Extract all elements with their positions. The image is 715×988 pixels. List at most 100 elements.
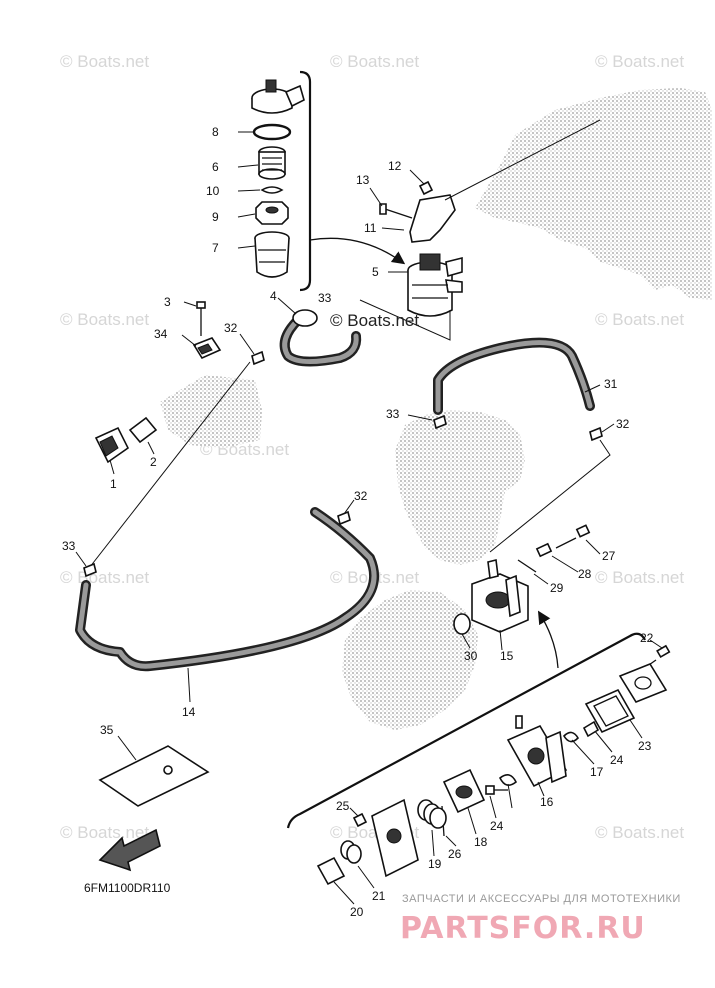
callout-32: 32 (354, 489, 368, 503)
callout-9: 9 (212, 210, 219, 224)
callout-34: 34 (154, 327, 168, 341)
clip (260, 186, 284, 194)
fuel-pump-assembly (471, 559, 529, 633)
diagram-code: 6FM1100DR110 (84, 881, 171, 895)
brand-tagline: ЗАПЧАСТИ И АКСЕССУАРЫ ДЛЯ МОТОТЕХНИКИ (402, 893, 681, 905)
watermark: © Boats.net (60, 52, 149, 71)
clip-32 (251, 350, 265, 366)
pump-breakdown-bracket (286, 632, 646, 829)
engine-silhouettes (160, 88, 712, 730)
callout-14: 14 (182, 705, 196, 719)
plunger-18 (442, 768, 486, 814)
nut (255, 201, 289, 225)
fuel-filter-assembly (407, 253, 463, 317)
clip-33-lower (83, 562, 97, 578)
callout-11: 11 (364, 221, 377, 235)
valve-17-b (498, 774, 518, 786)
pump-breakdown-arrow (537, 610, 559, 669)
watermark: © Boats.net (595, 52, 684, 71)
callout-6: 6 (212, 160, 219, 174)
callout-1: 1 (110, 477, 117, 491)
callout-33: 33 (62, 539, 76, 553)
spring-19 (417, 799, 447, 829)
bolt-3 (196, 301, 206, 336)
screw-25 (352, 812, 368, 828)
watermark: © Boats.net (60, 310, 149, 329)
callout-17: 17 (590, 765, 604, 779)
centre-watermark: © Boats.net (330, 311, 419, 330)
callout-21: 21 (372, 889, 386, 903)
filter-bracket (379, 180, 456, 243)
callout-19: 19 (428, 857, 442, 871)
gasket (128, 416, 158, 444)
o-ring (252, 123, 292, 141)
filter-assembly-arrow (309, 237, 406, 265)
gasket-30 (453, 613, 471, 635)
callout-15: 15 (500, 649, 514, 663)
callout-12: 12 (388, 159, 402, 173)
brand-logo: PARTSFOR.RU (400, 911, 646, 946)
screw-24-upper (582, 720, 600, 738)
callout-25: 25 (336, 799, 350, 813)
hose-14 (75, 507, 379, 672)
callout-31: 31 (604, 377, 618, 391)
callout-29: 29 (550, 581, 564, 595)
callout-35: 35 (100, 723, 114, 737)
stay (192, 337, 222, 360)
engine-top-silhouette (475, 88, 712, 300)
callout-13: 13 (356, 173, 370, 187)
callout-28: 28 (578, 567, 592, 581)
callout-23: 23 (638, 739, 652, 753)
callout-27: 27 (602, 549, 616, 563)
collar-28 (535, 542, 553, 558)
callout-24: 24 (610, 753, 624, 767)
callout-2: 2 (150, 455, 157, 469)
pump-body-16 (506, 715, 568, 788)
spring-21 (340, 840, 362, 864)
callout-18: 18 (474, 835, 488, 849)
callout-30: 30 (464, 649, 478, 663)
callout-labels: 8 6 10 9 7 12 13 11 5 3 4 33 34 32 31 33… (62, 125, 654, 919)
pump-housing (371, 798, 419, 878)
watermark: © Boats.net (595, 310, 684, 329)
gasket-24 (584, 688, 636, 734)
callout-3: 3 (164, 295, 171, 309)
pin-29 (517, 559, 537, 573)
parts-bag-35 (98, 745, 210, 807)
valve-17-a (562, 731, 580, 743)
callout-4: 4 (270, 289, 277, 303)
callout-24: 24 (490, 819, 504, 833)
engine-lower-silhouette (342, 590, 478, 730)
plunger-20 (316, 856, 346, 886)
filter-element (258, 146, 286, 180)
cover-23 (618, 663, 668, 703)
engine-mid-silhouette (395, 410, 525, 565)
watermark: © Boats.net (595, 568, 684, 587)
callout-33: 33 (386, 407, 400, 421)
callout-5: 5 (372, 265, 379, 279)
callout-32: 32 (616, 417, 630, 431)
callout-26: 26 (448, 847, 462, 861)
callout-8: 8 (212, 125, 219, 139)
watermark: © Boats.net (330, 52, 419, 71)
filter-cap (251, 79, 305, 114)
filter-cup (254, 231, 290, 278)
bolt-27 (555, 524, 591, 549)
filter-assembly-bracket (299, 70, 312, 292)
watermark: © Boats.net (595, 823, 684, 842)
clip-33-right (433, 414, 447, 430)
watermark: © Boats.net (60, 823, 149, 842)
clip-32-right (589, 426, 603, 442)
callout-20: 20 (350, 905, 364, 919)
screw-24-lower (485, 785, 508, 795)
callout-7: 7 (212, 241, 219, 255)
watermark: © Boats.net (60, 568, 149, 587)
callout-10: 10 (206, 184, 220, 198)
callout-33: 33 (318, 291, 332, 305)
callout-22: 22 (640, 631, 654, 645)
fuel-joint (94, 426, 130, 464)
callout-16: 16 (540, 795, 554, 809)
forward-arrow-icon (98, 828, 161, 872)
